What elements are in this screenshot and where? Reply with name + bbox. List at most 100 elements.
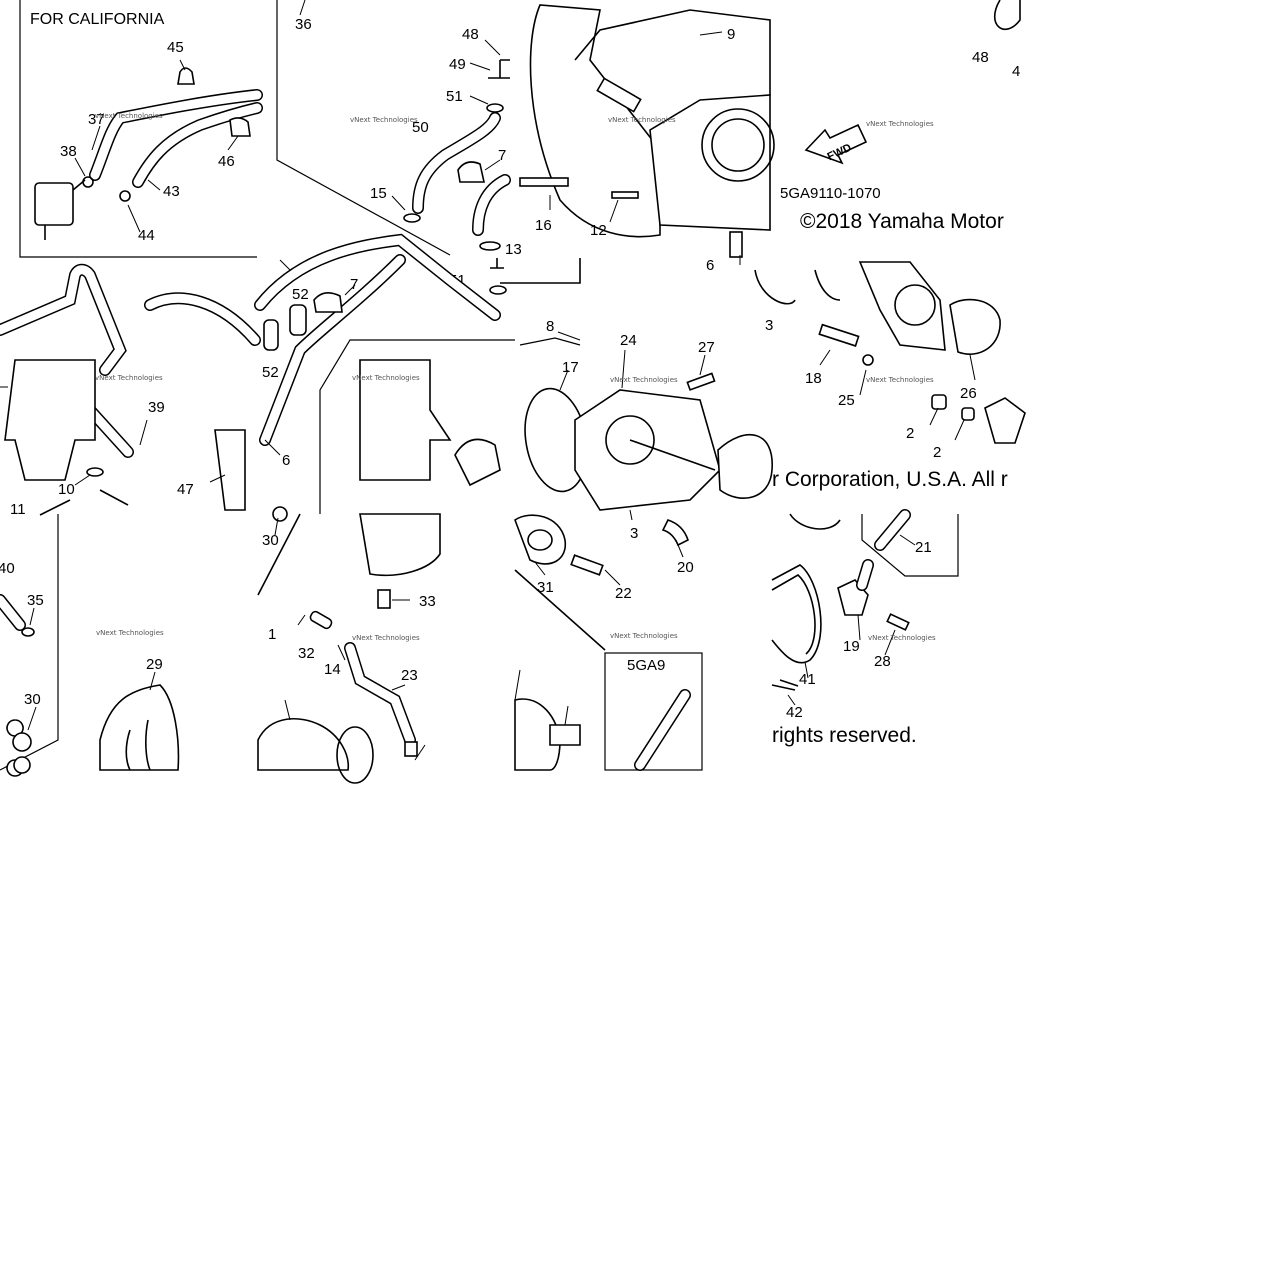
throttle-body-part xyxy=(359,359,452,481)
joint-plate-part xyxy=(574,389,721,511)
vacuum-hose-group xyxy=(0,514,180,777)
callout-38b: 39 xyxy=(148,399,165,416)
callout-18: 26 xyxy=(960,385,977,402)
callout-6b: 10 xyxy=(58,481,75,498)
manifold-part xyxy=(858,261,946,351)
callout-28: 42 xyxy=(786,704,803,721)
callout-19: 41 xyxy=(799,671,816,688)
callout-6: 13 xyxy=(505,241,522,258)
bracket-part xyxy=(177,67,195,85)
intake-joint-group xyxy=(519,331,773,521)
callout-44: 44 xyxy=(138,227,155,244)
watermark: vNext Technologies xyxy=(96,629,164,637)
hose-clip-part xyxy=(457,161,485,183)
callout-49: 49 xyxy=(449,56,466,73)
callout-7: 7 xyxy=(498,147,506,164)
callout-27: 25 xyxy=(838,392,855,409)
callout-52: 52 xyxy=(292,286,309,303)
clamp-part xyxy=(229,117,251,137)
callout-45: 45 xyxy=(167,39,184,56)
watermark: vNext Technologies xyxy=(866,120,934,128)
clamp-part xyxy=(454,438,501,487)
callout-38: 38 xyxy=(60,143,77,160)
callout-7b: 7 xyxy=(350,276,358,293)
watermark: vNext Technologies xyxy=(350,116,418,124)
callout-51: 51 xyxy=(446,88,463,105)
watermark: vNext Technologies xyxy=(608,116,676,124)
diagram-code: 5GA9110-1070 xyxy=(780,185,881,202)
callout-51b: 15 xyxy=(370,185,387,202)
fuel-pipe-group xyxy=(257,506,441,784)
callout-33: 23 xyxy=(401,667,418,684)
callout-17: 27 xyxy=(698,339,715,356)
intake-manifold-group xyxy=(818,261,1026,444)
variant-code: 5GA9 xyxy=(627,657,665,674)
breather-hose-group xyxy=(276,0,511,256)
callout-31: 20 xyxy=(677,559,694,576)
boot-part xyxy=(949,298,1001,355)
copyright-line-3: rights reserved. xyxy=(772,724,917,747)
callout-20: 19 xyxy=(843,638,860,655)
fwd-indicator: FWD xyxy=(754,0,1021,305)
callout-4: 6 xyxy=(706,257,714,274)
callout-47: 11 xyxy=(10,501,26,518)
carburetor-hoses xyxy=(0,263,261,516)
callout-13: 4 xyxy=(1012,63,1020,80)
watermark: vNext Technologies xyxy=(866,376,934,384)
callout-36: 36 xyxy=(295,16,312,33)
rubber-joint-part xyxy=(717,434,773,499)
air-filter-case xyxy=(479,4,775,295)
bolt-part xyxy=(519,177,569,187)
watermark: vNext Technologies xyxy=(868,634,936,642)
callout-46: 46 xyxy=(218,153,235,170)
callout-37: 37 xyxy=(88,111,105,128)
drain-hose-group xyxy=(771,509,959,706)
callout-3b: 22 xyxy=(615,585,632,602)
callout-8: 24 xyxy=(620,332,637,349)
watermark: vNext Technologies xyxy=(610,376,678,384)
variant-inset: 5GA9 xyxy=(514,514,703,771)
callout-22: 21 xyxy=(915,539,932,556)
california-heading: FOR CALIFORNIA xyxy=(30,11,165,28)
callout-30: 1 xyxy=(268,626,276,643)
callout-30b: 14 xyxy=(324,661,341,678)
california-inset: FOR CALIFORNIA xyxy=(19,0,263,258)
callout-11: 17 xyxy=(562,359,579,376)
watermark: vNext Technologies xyxy=(610,632,678,640)
canister-part xyxy=(34,182,74,226)
carburetor-part xyxy=(4,359,96,481)
callout-52b: 52 xyxy=(262,364,279,381)
callout-2b: 31 xyxy=(537,579,554,596)
watermark: vNext Technologies xyxy=(95,374,163,382)
callout-35: 33 xyxy=(419,593,436,610)
callout-24: 18 xyxy=(805,370,822,387)
callout-26: 2 xyxy=(933,444,941,461)
watermark: vNext Technologies xyxy=(95,112,163,120)
callout-10: 8 xyxy=(546,318,554,335)
callout-29: 32 xyxy=(298,645,315,662)
cover-part xyxy=(99,684,180,771)
callout-42: 35 xyxy=(27,592,44,609)
callout-5: 6 xyxy=(282,452,290,469)
manifold-part xyxy=(257,718,349,771)
callout-21: 28 xyxy=(874,653,891,670)
callout-40: 30 xyxy=(24,691,41,708)
callout-39: 47 xyxy=(177,481,194,498)
callout-41: 40 xyxy=(0,560,15,577)
gasket-part xyxy=(514,514,566,565)
copyright-line-2: r Corporation, U.S.A. All r xyxy=(772,468,1008,491)
watermark: vNext Technologies xyxy=(352,634,420,642)
callout-2: 3 xyxy=(630,525,638,542)
callout-25: 2 xyxy=(906,425,914,442)
callout-9: 9 xyxy=(727,26,735,43)
watermark: vNext Technologies xyxy=(352,374,420,382)
bracket-part xyxy=(214,429,246,511)
fwd-arrow-icon xyxy=(804,123,868,165)
shroud-part xyxy=(359,513,441,577)
callout-40b: 30 xyxy=(262,532,279,549)
callout-3: 3 xyxy=(765,317,773,334)
callout-16: 16 xyxy=(535,217,552,234)
callout-50: 50 xyxy=(412,119,429,136)
